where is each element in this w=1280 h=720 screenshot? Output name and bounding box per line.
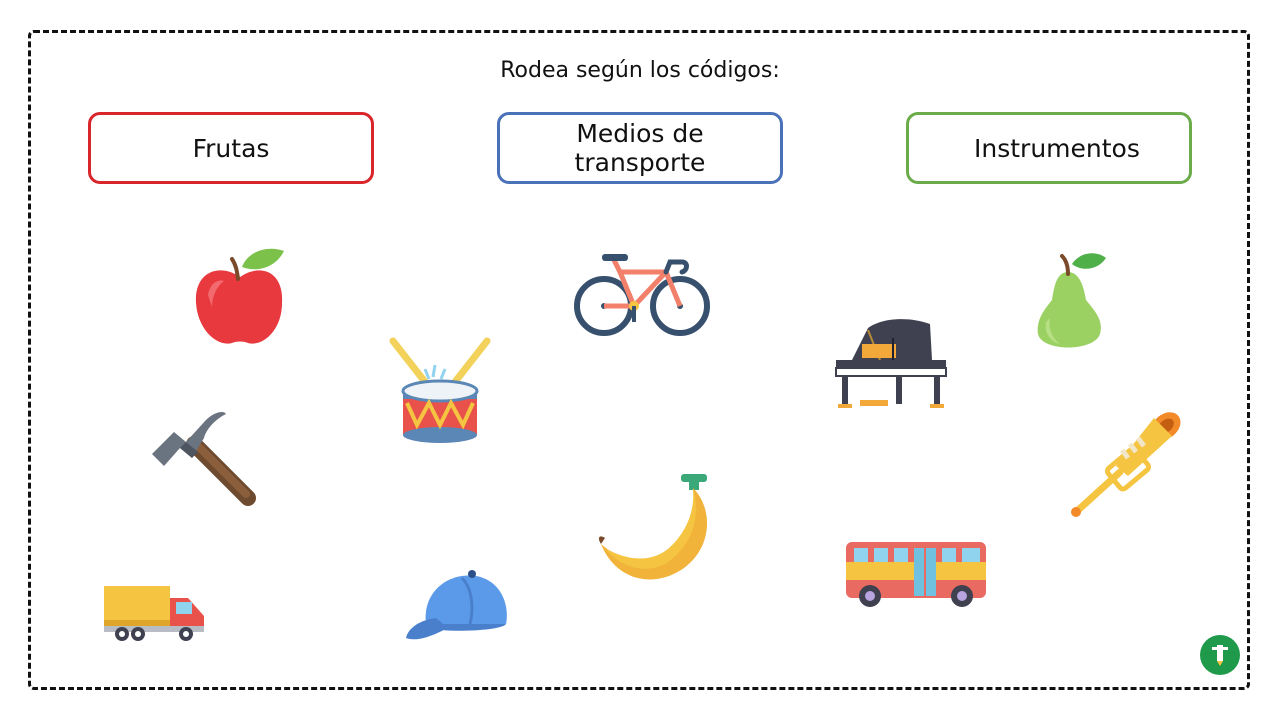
category-fruits-box: Frutas [88, 112, 374, 184]
dashed-frame [28, 30, 1250, 690]
category-transport-label: Medios de transporte [574, 119, 706, 177]
truck-icon[interactable] [100, 582, 210, 642]
hammer-icon[interactable] [150, 408, 260, 508]
cap-icon[interactable] [402, 566, 512, 654]
category-instruments-label: Instrumentos [974, 133, 1140, 163]
banana-icon[interactable] [595, 472, 720, 584]
category-instruments-box: Instrumentos [906, 112, 1192, 184]
category-transport-box: Medios de transporte [497, 112, 783, 184]
apple-icon[interactable] [190, 245, 290, 350]
brand-logo [1200, 635, 1240, 675]
piano-icon[interactable] [832, 316, 950, 410]
instruction-text: Rodea según los códigos: [500, 58, 780, 83]
category-fruits-label: Frutas [192, 133, 270, 163]
bus-icon[interactable] [844, 540, 988, 608]
pear-icon[interactable] [1030, 248, 1110, 356]
trumpet-icon[interactable] [1068, 404, 1188, 519]
drum-icon[interactable] [385, 335, 495, 445]
bicycle-icon[interactable] [572, 250, 712, 340]
